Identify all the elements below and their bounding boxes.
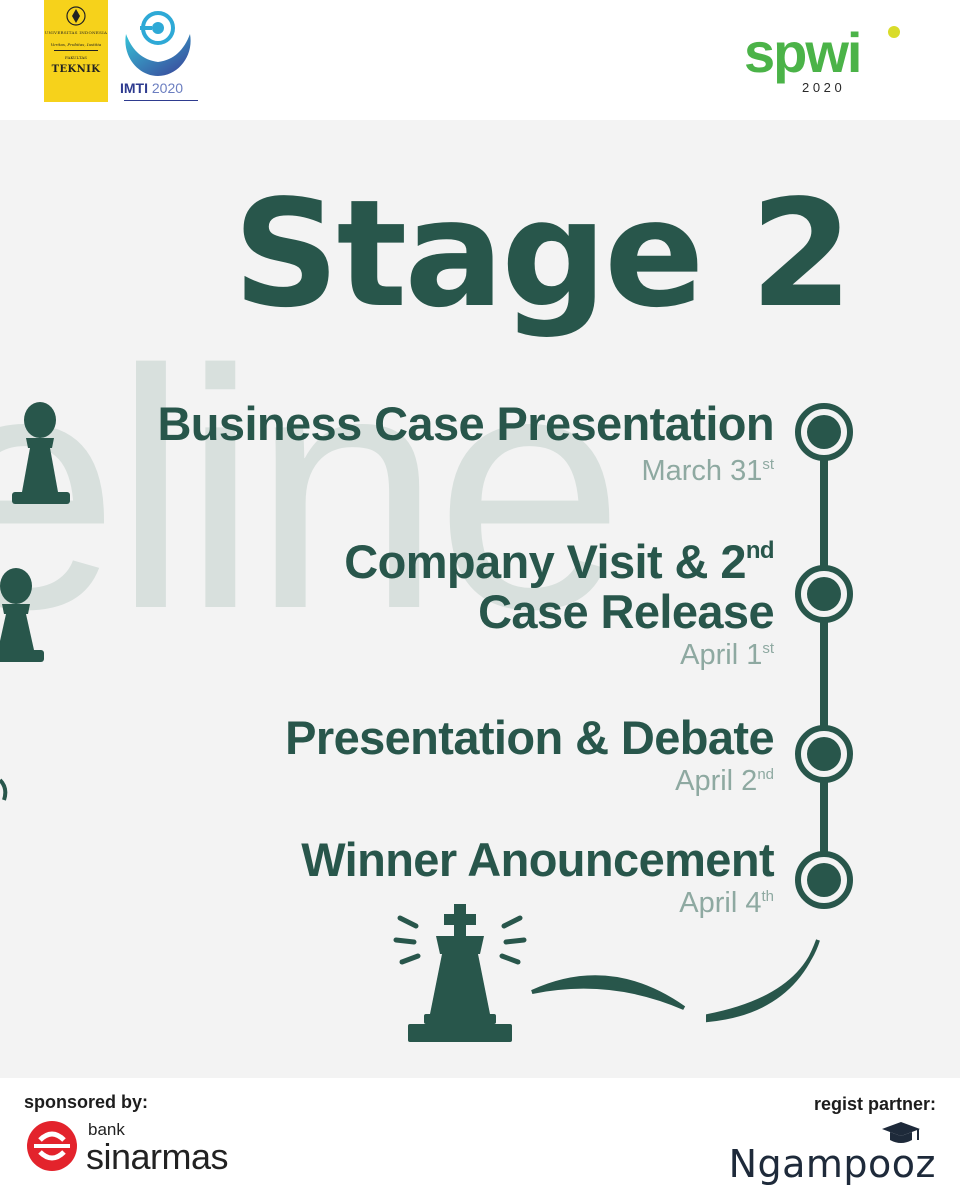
timeline-node-icon	[795, 565, 853, 623]
graduation-cap-icon	[882, 1122, 920, 1143]
pawn-icon	[12, 402, 70, 504]
timeline-panel: eline	[0, 120, 960, 1078]
timeline-node-icon	[795, 851, 853, 909]
sponsor-label: sponsored by:	[24, 1092, 149, 1112]
sponsor-bank-name: sinarmas	[86, 1136, 229, 1177]
faculty-label: FAKULTAS	[65, 55, 87, 60]
footer: sponsored by: bank sinarmas regist partn…	[0, 1078, 960, 1200]
imti-underline	[124, 100, 198, 101]
king-chess-icon	[393, 904, 527, 1042]
stage-title: Stage 2	[232, 168, 853, 340]
event-title: Company Visit & 2nd	[344, 535, 774, 588]
chess-fragment-icon	[0, 778, 8, 801]
watermark-text: eline	[0, 300, 624, 680]
event-date: April 4th	[679, 887, 774, 919]
badge-divider	[54, 50, 98, 51]
timeline-node-icon	[795, 403, 853, 461]
event-title: Presentation & Debate	[285, 711, 774, 764]
chess-decorations	[0, 402, 820, 1042]
timeline-track	[795, 403, 853, 909]
event-date: April 1st	[680, 639, 774, 671]
header: UNIVERSITAS INDONESIA Veritas, Probitas,…	[0, 0, 960, 120]
spwi-dot-icon	[888, 26, 900, 38]
event-date: April 2nd	[675, 765, 774, 797]
university-logo: UNIVERSITAS INDONESIA Veritas, Probitas,…	[44, 0, 108, 102]
swoosh-decoration	[706, 939, 820, 1023]
imti-logo-icon	[125, 11, 191, 76]
makara-crest-icon	[66, 6, 86, 26]
spwi-wordmark: spwi	[744, 22, 860, 84]
imti-year: 2020	[151, 80, 184, 96]
pawn-icon	[0, 568, 44, 662]
university-name: UNIVERSITAS INDONESIA	[44, 30, 108, 35]
spwi-logo: spwi 2 0 2 0	[744, 22, 900, 94]
event-title: Business Case Presentation	[157, 397, 774, 450]
event-date: March 31st	[641, 455, 774, 487]
faculty-name: TEKNIK	[51, 64, 101, 75]
timeline-node-icon	[795, 725, 853, 783]
swoosh-decoration	[531, 975, 686, 1010]
partner-label: regist partner:	[813, 1094, 936, 1114]
spwi-year: 2 0 2 0	[802, 80, 842, 94]
imti-wordmark: IMTI 2020	[120, 80, 183, 96]
sponsor-bank-label: bank	[88, 1120, 125, 1139]
bank-sinarmas-logo-icon	[27, 1121, 77, 1171]
event-title-line2: Case Release	[478, 585, 775, 638]
university-motto: Veritas, Probitas, Iustitia	[50, 42, 102, 47]
partner-name: Ngampooz	[728, 1142, 936, 1186]
imti-name: IMTI	[120, 80, 148, 96]
event-title: Winner Anouncement	[301, 833, 774, 886]
